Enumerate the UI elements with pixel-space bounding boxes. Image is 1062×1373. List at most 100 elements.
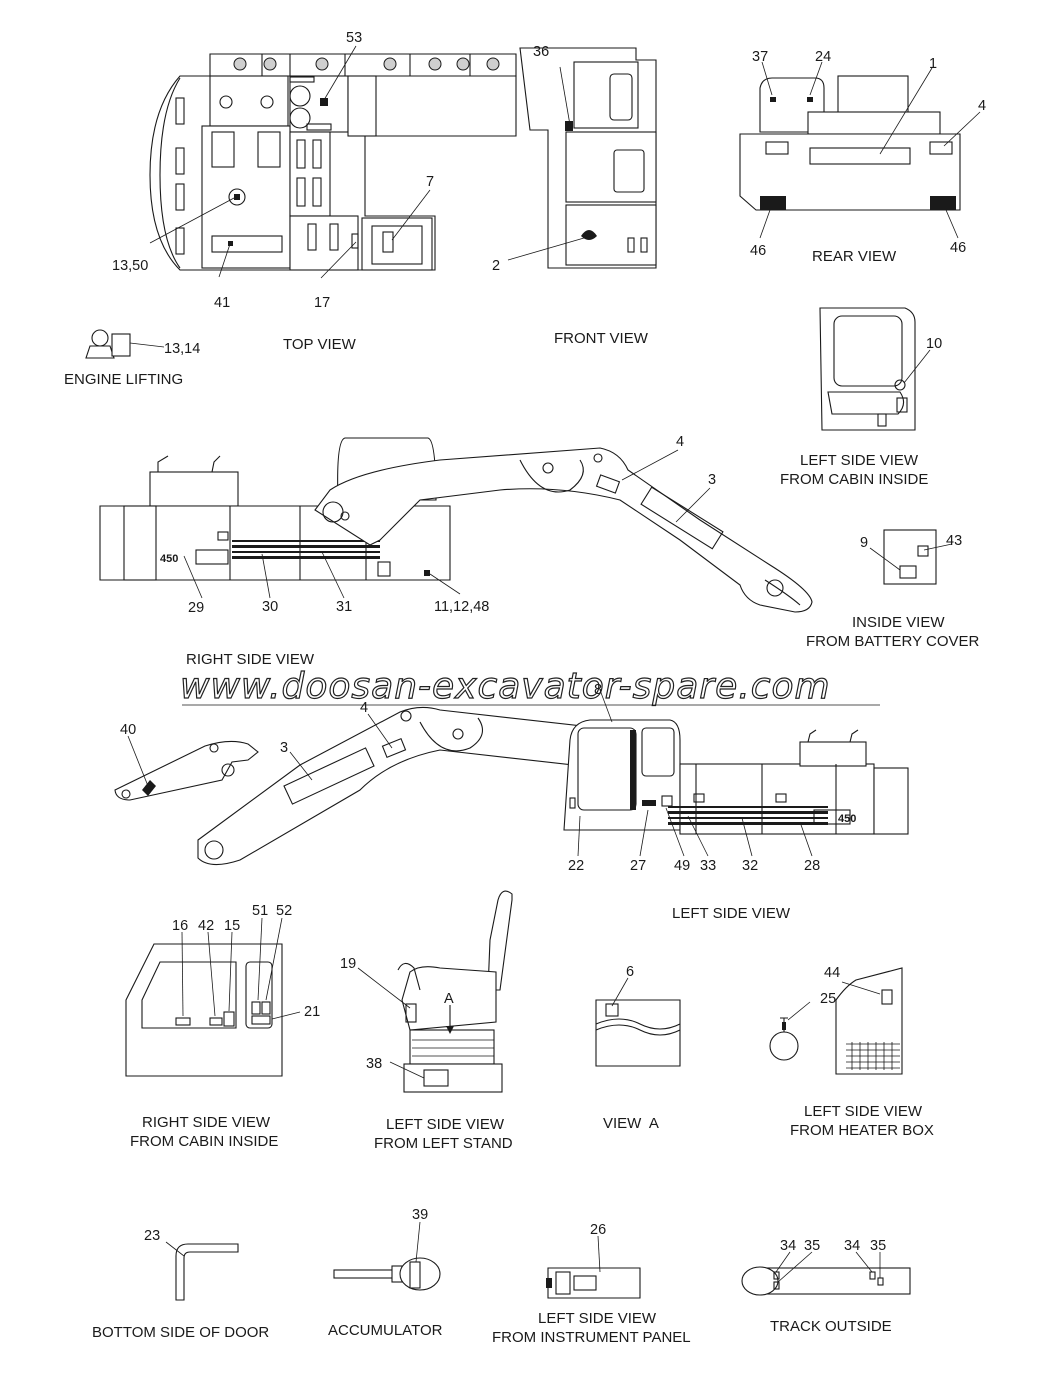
callout-label: 3 xyxy=(708,472,716,488)
title-right-side-view: RIGHT SIDE VIEW xyxy=(186,651,315,668)
battery-cover-drawing xyxy=(869,529,953,585)
title-stand-2: FROM LEFT STAND xyxy=(374,1135,513,1152)
callout-label: 44 xyxy=(824,965,840,981)
callouts-bottom: 23 39 26 34 35 34 35 xyxy=(144,1207,886,1254)
callout-label: 34 xyxy=(844,1238,860,1254)
callout-label: 40 xyxy=(120,722,136,738)
title-battery-1: INSIDE VIEW xyxy=(852,614,945,631)
callout-label: 4 xyxy=(676,434,684,450)
callouts-battery: 9 43 xyxy=(860,533,962,551)
front-view-drawing xyxy=(507,47,657,269)
callout-label: 41 xyxy=(214,295,230,311)
view-a-drawing xyxy=(595,977,681,1067)
title-heater-1: LEFT SIDE VIEW xyxy=(804,1103,923,1120)
title-stand-1: LEFT SIDE VIEW xyxy=(386,1116,505,1133)
right-side-drawing: 450 xyxy=(99,437,813,613)
title-instrument-1: LEFT SIDE VIEW xyxy=(538,1310,657,1327)
title-cabin-left-2: FROM CABIN INSIDE xyxy=(780,471,928,488)
callout-label: 30 xyxy=(262,599,278,615)
callout-label: 10 xyxy=(926,336,942,352)
door-bottom-drawing xyxy=(165,1241,239,1301)
heater-box-drawing xyxy=(769,967,903,1075)
callouts-left-side: 40 3 4 8 22 27 49 33 32 28 xyxy=(120,682,820,874)
callout-label: 28 xyxy=(804,858,820,874)
top-view-drawing xyxy=(149,45,517,279)
callout-label: 53 xyxy=(346,30,362,46)
callout-label: 35 xyxy=(804,1238,820,1254)
callout-label: 52 xyxy=(276,903,292,919)
watermark-text: www.doosan-excavator-spare.com xyxy=(180,666,831,707)
callouts-cabin-left: 10 xyxy=(926,336,942,352)
rear-view-drawing xyxy=(739,61,981,239)
accumulator-drawing xyxy=(333,1221,441,1291)
title-accumulator: ACCUMULATOR xyxy=(328,1322,443,1339)
callout-label: 4 xyxy=(360,700,368,716)
title-cabin-right-2: FROM CABIN INSIDE xyxy=(130,1133,278,1150)
seat-stand-drawing xyxy=(357,890,513,1093)
callout-label: 46 xyxy=(950,240,966,256)
callout-label: 42 xyxy=(198,918,214,934)
callout-label: 49 xyxy=(674,858,690,874)
callouts-rear: 37 24 1 4 46 46 xyxy=(750,49,986,259)
title-door-bottom: BOTTOM SIDE OF DOOR xyxy=(92,1324,269,1341)
callout-label: 37 xyxy=(752,49,768,65)
track-outside-drawing xyxy=(741,1251,911,1296)
callout-label: 29 xyxy=(188,600,204,616)
engine-lifting-drawing xyxy=(85,329,165,359)
title-view-a: VIEW A xyxy=(603,1115,659,1132)
callout-label: 25 xyxy=(820,991,836,1007)
callouts-stand: 19 A 38 xyxy=(340,956,454,1072)
callout-label: 31 xyxy=(336,599,352,615)
title-instrument-2: FROM INSTRUMENT PANEL xyxy=(492,1329,691,1346)
callout-label: 4 xyxy=(978,98,986,114)
title-cabin-right-1: RIGHT SIDE VIEW xyxy=(142,1114,271,1131)
callout-label: 13,14 xyxy=(164,341,200,357)
callouts-view-a: 6 xyxy=(626,964,634,980)
callout-label: 1 xyxy=(929,56,937,72)
callout-label: 13,50 xyxy=(112,258,148,274)
callout-label: 2 xyxy=(492,258,500,274)
callout-label: 33 xyxy=(700,858,716,874)
callout-label: 11,12,48 xyxy=(434,599,489,615)
callouts-cabin-right: 16 42 15 51 52 21 xyxy=(172,903,320,1020)
callout-label: 51 xyxy=(252,903,268,919)
callout-label: 35 xyxy=(870,1238,886,1254)
callouts-front: 36 2 xyxy=(492,44,549,274)
callout-label: 27 xyxy=(630,858,646,874)
callout-label: 34 xyxy=(780,1238,796,1254)
title-front-view: FRONT VIEW xyxy=(554,330,649,347)
left-model-badge: 450 xyxy=(838,813,856,825)
left-side-drawing: 450 xyxy=(114,689,909,866)
callout-label: 39 xyxy=(412,1207,428,1223)
title-engine-lifting: ENGINE LIFTING xyxy=(64,371,183,388)
callout-label: 26 xyxy=(590,1222,606,1238)
callout-label: 38 xyxy=(366,1056,382,1072)
callout-label: 22 xyxy=(568,858,584,874)
callout-label: 43 xyxy=(946,533,962,549)
callout-label: 36 xyxy=(533,44,549,60)
instrument-panel-drawing xyxy=(546,1235,641,1299)
right-model-badge: 450 xyxy=(160,553,178,565)
callout-label: 3 xyxy=(280,740,288,756)
title-rear-view: REAR VIEW xyxy=(812,248,897,265)
callout-label: 8 xyxy=(594,682,602,698)
callout-label: 19 xyxy=(340,956,356,972)
callout-label: 17 xyxy=(314,295,330,311)
callout-label: 16 xyxy=(172,918,188,934)
callout-label: A xyxy=(444,991,454,1007)
callouts-right-side: 4 3 29 30 31 11,12,48 xyxy=(188,434,716,616)
callout-label: 32 xyxy=(742,858,758,874)
cabin-right-inside-drawing xyxy=(125,917,301,1077)
callouts-top: 53 7 13,50 41 17 13,14 xyxy=(112,30,434,357)
title-cabin-left-1: LEFT SIDE VIEW xyxy=(800,452,919,469)
title-left-side-view: LEFT SIDE VIEW xyxy=(672,905,791,922)
title-track-outside: TRACK OUTSIDE xyxy=(770,1318,892,1335)
title-top-view: TOP VIEW xyxy=(283,336,357,353)
callout-label: 7 xyxy=(426,174,434,190)
callout-label: 9 xyxy=(860,535,868,551)
title-heater-2: FROM HEATER BOX xyxy=(790,1122,934,1139)
title-battery-2: FROM BATTERY COVER xyxy=(806,633,980,650)
callout-label: 24 xyxy=(815,49,831,65)
callout-label: 15 xyxy=(224,918,240,934)
callout-label: 21 xyxy=(304,1004,320,1020)
